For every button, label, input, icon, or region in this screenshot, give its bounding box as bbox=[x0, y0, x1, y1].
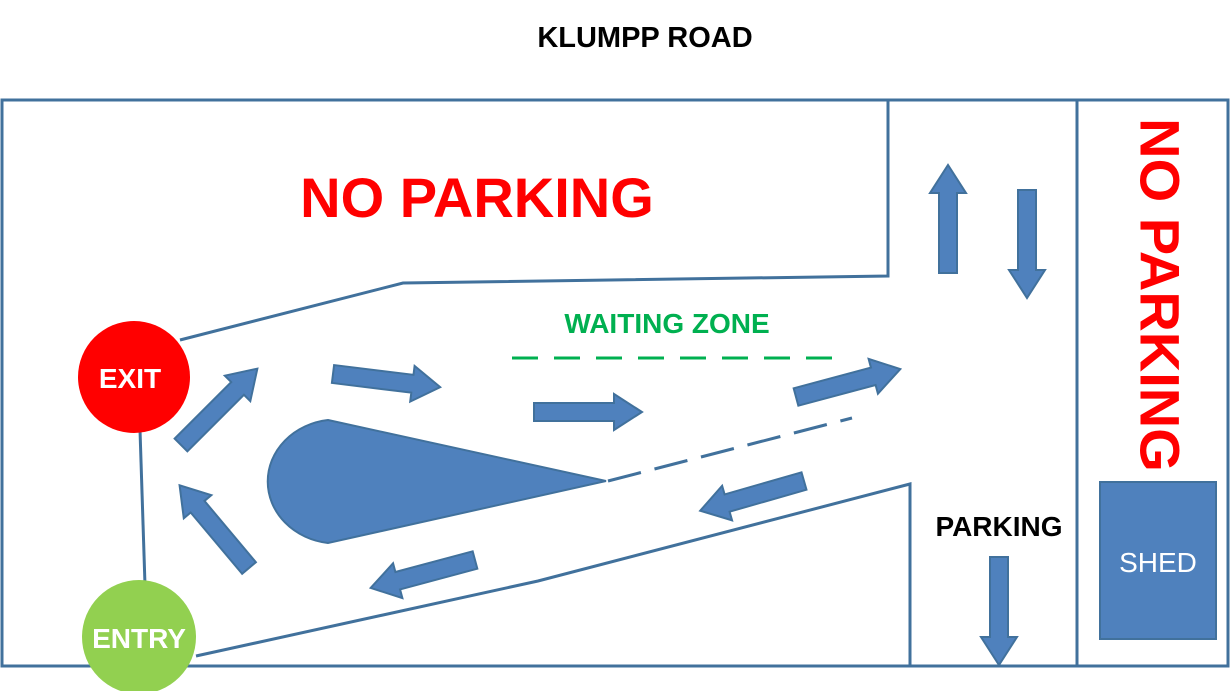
center-island bbox=[266, 418, 607, 545]
shed-label: SHED bbox=[1119, 547, 1197, 578]
lower-island-outline bbox=[195, 482, 912, 666]
parking-label: PARKING bbox=[935, 511, 1062, 542]
arrow-up-left-9 bbox=[164, 472, 264, 581]
arrow-right-2 bbox=[329, 355, 444, 407]
no-parking-side-label: NO PARKING bbox=[1129, 118, 1192, 472]
arrow-down-parking bbox=[980, 556, 1018, 666]
arrow-down-6 bbox=[1008, 189, 1046, 299]
road-label: KLUMPP ROAD bbox=[537, 22, 752, 54]
arrow-right-3 bbox=[533, 393, 643, 431]
entry-circle bbox=[82, 580, 196, 691]
arrow-left-7 bbox=[694, 462, 810, 530]
exit-circle bbox=[78, 321, 190, 433]
arrow-left-8 bbox=[365, 541, 481, 607]
arrow-up-5 bbox=[929, 164, 967, 274]
no-parking-label: NO PARKING bbox=[300, 166, 654, 229]
arrow-right-4 bbox=[790, 350, 906, 416]
lane-divider-dashed bbox=[607, 416, 853, 483]
upper-island-outline bbox=[179, 100, 890, 342]
exit-entry-lane-line bbox=[138, 429, 147, 586]
waiting-zone-label: WAITING ZONE bbox=[564, 308, 769, 339]
lot-boundary bbox=[0, 98, 1230, 668]
shed-box bbox=[1099, 481, 1217, 640]
entry-label: ENTRY bbox=[92, 623, 186, 654]
exit-label: EXIT bbox=[99, 363, 161, 394]
